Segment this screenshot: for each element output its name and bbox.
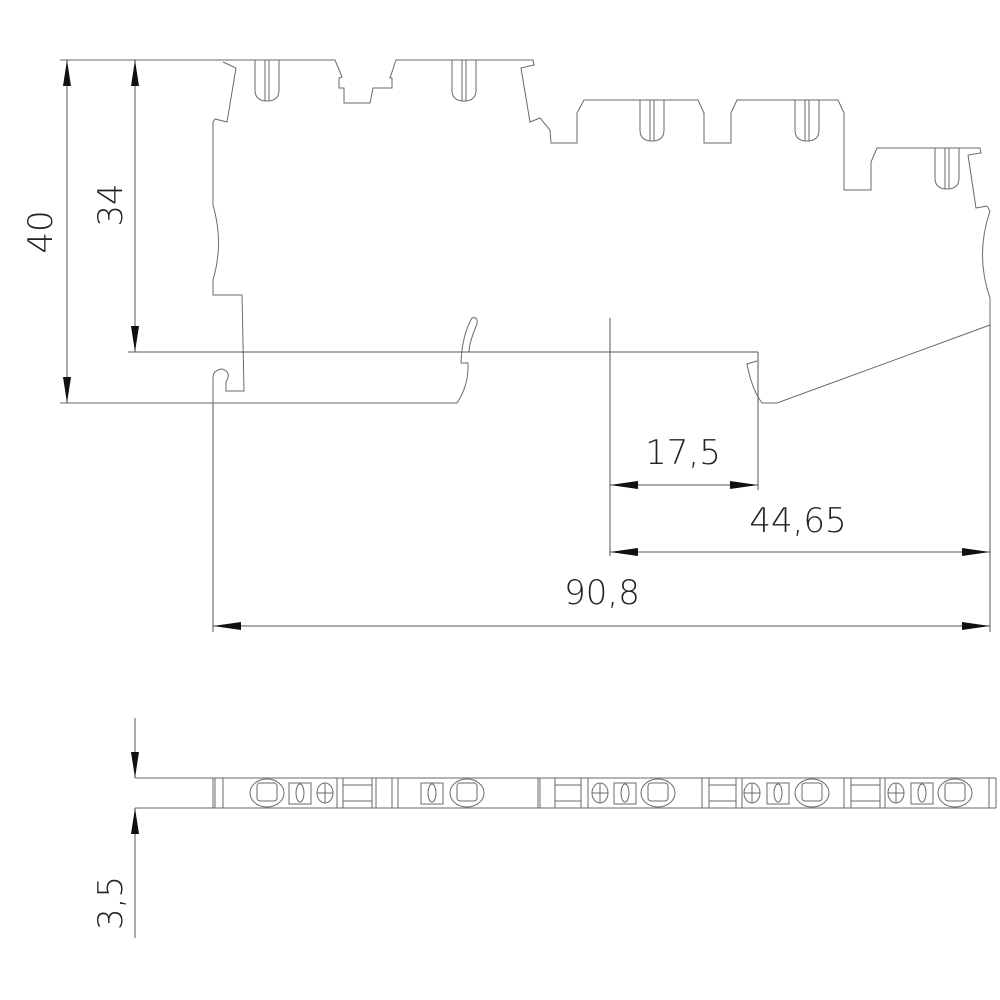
terminal-slot [934, 148, 960, 190]
bridge-hole [917, 783, 927, 803]
side-view-profile [60, 59, 991, 404]
terminal-slot [794, 100, 820, 142]
profile-top-outline [60, 59, 991, 325]
clamp-opening [449, 778, 485, 808]
terminal-slot [451, 60, 477, 102]
clamp-opening [937, 778, 973, 808]
clamp-screw-window [801, 782, 823, 802]
dim-40-label: 40 [21, 210, 61, 253]
dim-17-5-label: 17,5 [645, 433, 721, 473]
bridge-slot [288, 782, 312, 805]
terminal-slot [254, 60, 280, 102]
bridge-hole [773, 783, 783, 803]
bridge-slot [420, 782, 444, 805]
clamp-opening [794, 778, 830, 808]
clamp-opening [249, 778, 285, 808]
bridge-slot [613, 782, 637, 805]
profile-foot-right [746, 324, 991, 404]
bridge-slot [910, 782, 934, 805]
profile-bottom-outline [60, 317, 478, 404]
dimension-lines [63, 60, 991, 938]
terminal-slot [639, 100, 665, 142]
bridge-hole [427, 783, 437, 803]
bridge-slot [766, 782, 790, 805]
dim-34-label: 34 [91, 183, 131, 226]
profile-left-outline [212, 61, 245, 403]
top-view-strip [135, 777, 997, 809]
dim-90-8-label: 90,8 [564, 573, 640, 613]
bridge-hole [620, 783, 630, 803]
clamp-screw-window [256, 782, 278, 802]
clamp-screw-window [456, 782, 478, 802]
clamp-screw-window [647, 782, 669, 802]
clamp-opening [640, 778, 676, 808]
dim-3-5-label: 3,5 [91, 876, 131, 930]
dim-44-65-label: 44,65 [749, 501, 846, 541]
bridge-hole [295, 783, 305, 803]
clamp-screw-window [944, 782, 966, 802]
terminal-slots [254, 60, 960, 190]
